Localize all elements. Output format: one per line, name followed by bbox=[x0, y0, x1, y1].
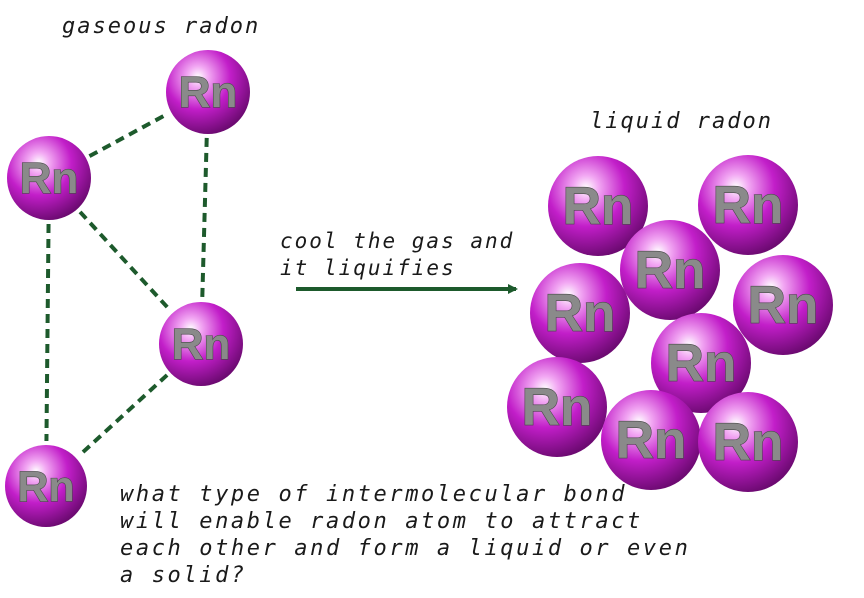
gas-radon-atom-3: Rn bbox=[159, 302, 243, 386]
liquid-radon-atom-5-symbol: Rn bbox=[748, 276, 819, 335]
liquid-radon-atom-9: Rn bbox=[698, 392, 798, 492]
liquid-radon-atom-8: Rn bbox=[601, 390, 701, 490]
liquid-radon-atom-4-symbol: Rn bbox=[545, 284, 616, 343]
liquid-radon-atom-4: Rn bbox=[530, 263, 630, 363]
liquid-radon-atom-6-symbol: Rn bbox=[666, 334, 737, 393]
liquid-radon-atom-2: Rn bbox=[698, 155, 798, 255]
liquid-radon-atom-2-symbol: Rn bbox=[713, 176, 784, 235]
liquid-radon-atom-2-sphere bbox=[698, 155, 798, 255]
liquid-radon-atom-3-sphere bbox=[620, 220, 720, 320]
liquid-radon-atom-1: Rn bbox=[548, 156, 648, 256]
dashed-bond-3 bbox=[200, 137, 209, 299]
question-line-1: what type of intermolecular bond bbox=[120, 482, 627, 507]
question-line-2: will enable radon atom to attract bbox=[120, 509, 643, 534]
gas-radon-atom-1-sphere bbox=[7, 136, 91, 220]
liquid-radon-atom-7-symbol: Rn bbox=[522, 378, 593, 437]
gas-radon-atom-3-sphere bbox=[159, 302, 243, 386]
arrow-text-line-1: cool the gas and bbox=[280, 229, 514, 253]
liquid-radon-atom-8-sphere bbox=[601, 390, 701, 490]
question-line-4: a solid? bbox=[120, 563, 247, 588]
gas-title: gaseous radon bbox=[62, 14, 260, 39]
gas-bonds bbox=[44, 112, 209, 458]
liquid-radon-atom-4-sphere bbox=[530, 263, 630, 363]
liquid-radon-atom-6-sphere bbox=[651, 313, 751, 413]
gas-radon-atom-1-symbol: Rn bbox=[20, 154, 79, 203]
dashed-bond-4 bbox=[44, 223, 51, 442]
gas-radon-atom-2-symbol: Rn bbox=[179, 68, 238, 117]
liquid-radon-atom-1-symbol: Rn bbox=[563, 177, 634, 236]
gas-radon-atom-4-sphere bbox=[5, 445, 87, 527]
gas-radon-atom-4-symbol: Rn bbox=[17, 463, 74, 511]
liquid-radon-atom-8-symbol: Rn bbox=[616, 411, 687, 470]
gas-radon-atom-2: Rn bbox=[166, 50, 250, 134]
liquid-radon-atom-1-sphere bbox=[548, 156, 648, 256]
dashed-bond-2 bbox=[78, 210, 172, 312]
liquid-radon-atom-5: Rn bbox=[733, 255, 833, 355]
gas-radon-atom-3-symbol: Rn bbox=[172, 320, 231, 369]
gas-radon-atom-2-sphere bbox=[166, 50, 250, 134]
liquid-radon-atom-5-sphere bbox=[733, 255, 833, 355]
gas-radon-atom-4: Rn bbox=[5, 445, 87, 527]
arrow-text-line-2: it liquifies bbox=[280, 256, 456, 280]
liquid-radon-atom-9-symbol: Rn bbox=[713, 413, 784, 472]
liquid-radon-atom-3-symbol: Rn bbox=[635, 241, 706, 300]
dashed-bond-1 bbox=[88, 112, 169, 158]
liquid-radon-atom-7-sphere bbox=[507, 357, 607, 457]
gas-radon-atom-1: Rn bbox=[7, 136, 91, 220]
liquid-title: liquid radon bbox=[590, 109, 773, 134]
liquid-radon-atom-9-sphere bbox=[698, 392, 798, 492]
liquid-radon-atom-3: Rn bbox=[620, 220, 720, 320]
dashed-bond-5 bbox=[77, 373, 169, 458]
liquid-radon-atom-6: Rn bbox=[651, 313, 751, 413]
question-line-3: each other and form a liquid or even bbox=[120, 536, 690, 561]
liquid-radon-atom-7: Rn bbox=[507, 357, 607, 457]
